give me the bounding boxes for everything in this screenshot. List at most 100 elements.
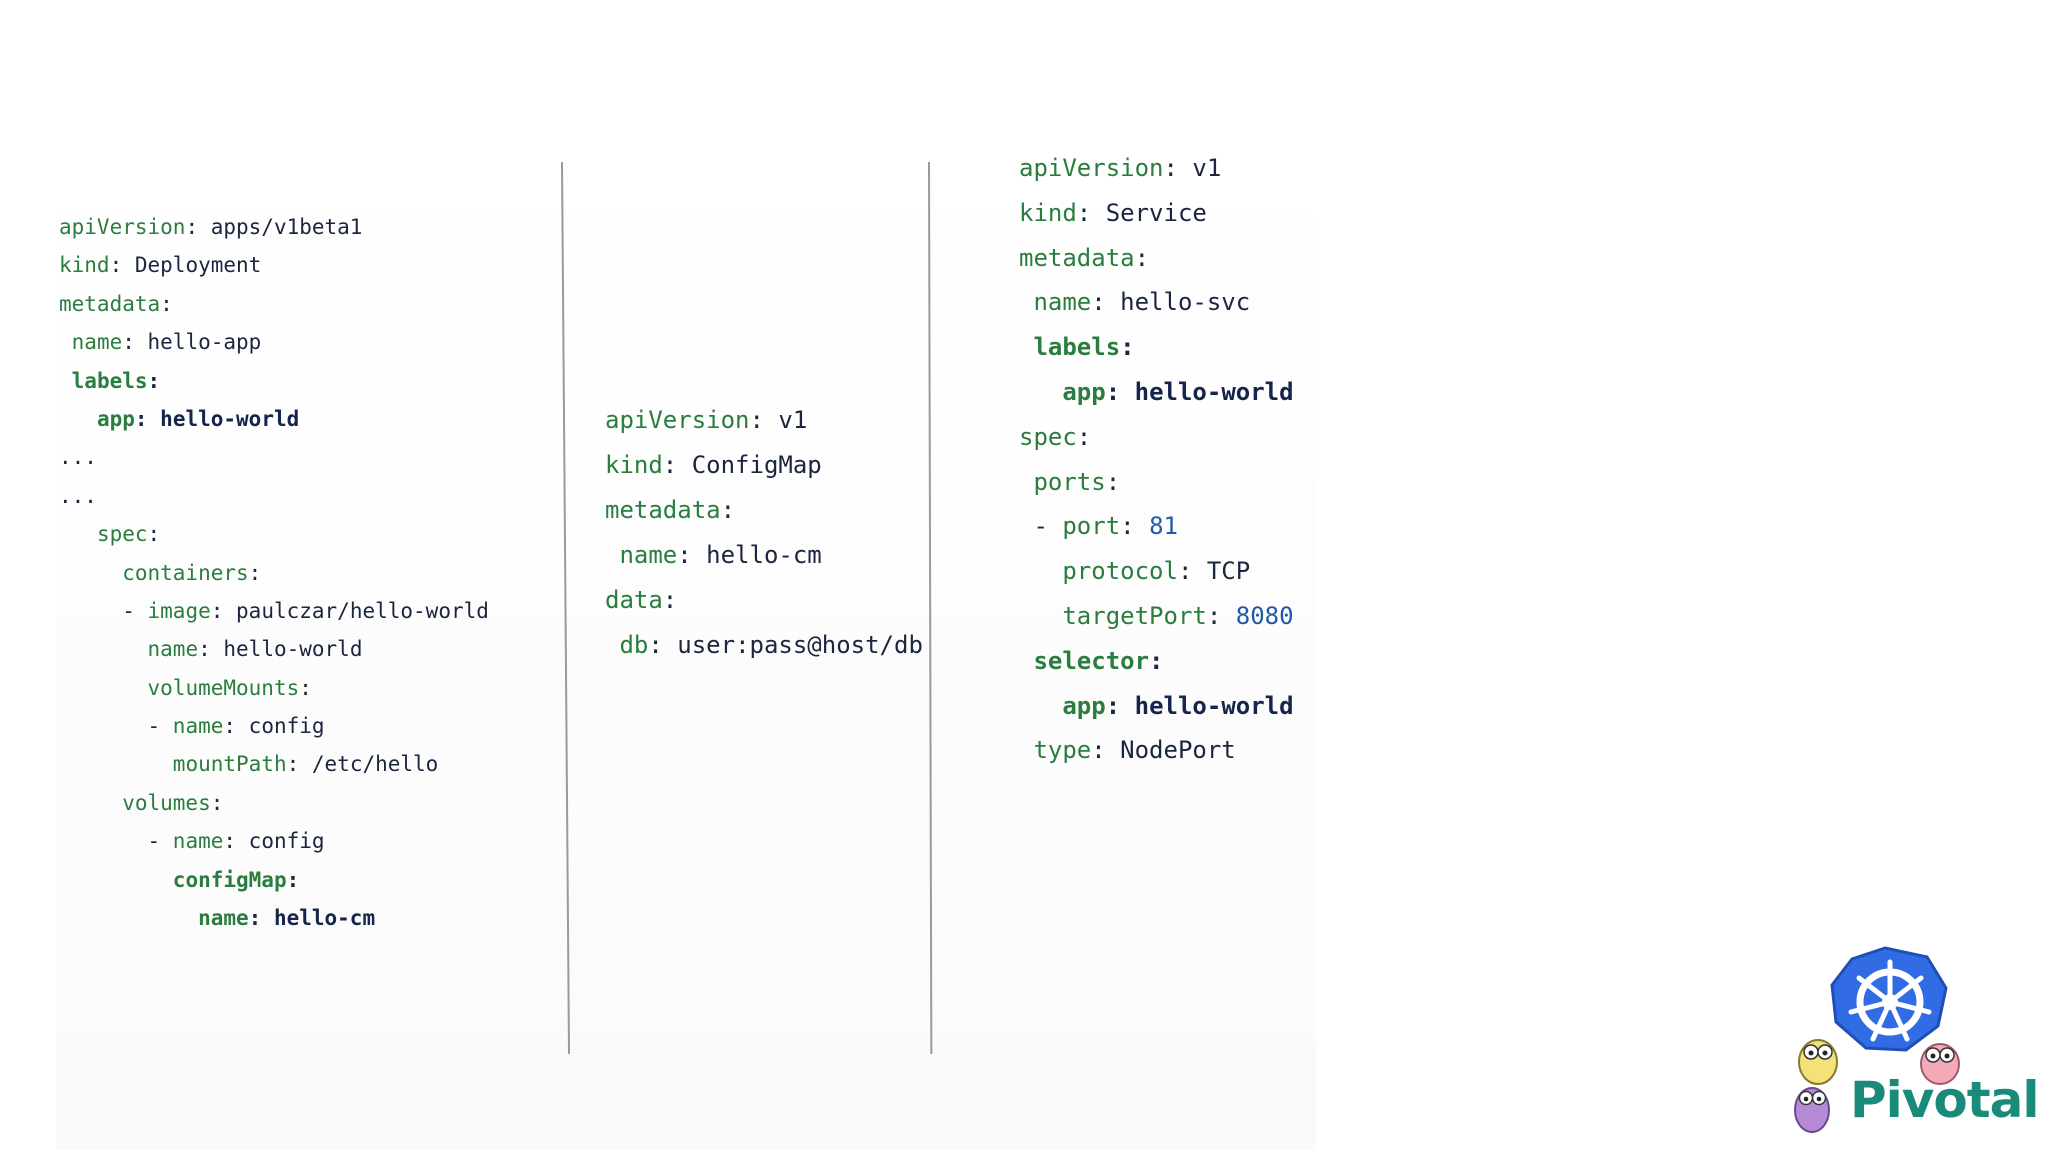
yaml-value: hello-cm (706, 541, 822, 569)
yaml-key: ports (1033, 467, 1106, 496)
yaml-line: metadata: (59, 285, 489, 323)
yaml-indent: - (59, 598, 148, 623)
gopher-mascot-icon (1794, 1039, 1960, 1133)
yaml-colon: : (109, 253, 135, 278)
yaml-line: name: hello-cm (59, 899, 489, 937)
yaml-key: selector (1033, 646, 1150, 675)
yaml-line: selector: (1019, 639, 1294, 684)
yaml-line: - name: config (59, 707, 489, 745)
yaml-line: app: hello-world (59, 400, 489, 438)
yaml-colon: : (147, 368, 161, 393)
yaml-colon: : (1149, 646, 1164, 675)
yaml-key: containers (122, 560, 249, 585)
yaml-colon: : (160, 291, 173, 316)
yaml-line: mountPath: /etc/hello (59, 745, 489, 783)
yaml-key: labels (1033, 333, 1121, 362)
yaml-key: port (1062, 512, 1121, 541)
yaml-indent: - (59, 714, 173, 739)
yaml-indent (1019, 288, 1033, 316)
yaml-value: hello-world (223, 637, 363, 662)
yaml-value: user:pass@host/db (677, 631, 923, 659)
yaml-line: targetPort: 8080 (1019, 594, 1294, 639)
yaml-colon: : (1076, 422, 1092, 451)
yaml-value: paulczar/hello-world (236, 598, 489, 623)
yaml-key: apiVersion (605, 406, 750, 434)
yaml-key: name (198, 906, 249, 931)
yaml-line: metadata: (1019, 236, 1294, 281)
yaml-key: kind (59, 253, 110, 278)
yaml-key: app (96, 406, 135, 431)
yaml-key: metadata (59, 291, 161, 316)
yaml-indent (1019, 736, 1033, 764)
yaml-indent (1019, 647, 1033, 675)
yaml-line: spec: (59, 515, 489, 553)
yaml-indent (59, 752, 173, 776)
yaml-indent (59, 369, 72, 393)
yaml-line: kind: Service (1019, 191, 1294, 236)
yaml-colon: : (1105, 377, 1135, 406)
yaml-value: hello-app (147, 330, 262, 355)
yaml-line: volumeMounts: (59, 669, 489, 707)
yaml-key: type (1033, 736, 1092, 765)
yaml-line: metadata: (605, 488, 923, 533)
yaml-value: config (248, 714, 325, 739)
yaml-value: hello-cm (273, 906, 376, 931)
yaml-line: kind: Deployment (59, 246, 489, 284)
yaml-value: ConfigMap (691, 451, 822, 479)
yaml-key: apiVersion (1019, 154, 1164, 182)
yaml-colon: : (223, 829, 249, 854)
pivotal-kubernetes-logo: Pivotal (1790, 940, 2040, 1140)
yaml-ellipsis: ... (59, 483, 97, 508)
yaml-line: name: hello-world (59, 630, 489, 668)
yaml-value: TCP (1206, 557, 1251, 586)
yaml-key: configMap (172, 867, 287, 892)
yaml-key: kind (605, 451, 663, 479)
yaml-value: hello-svc (1120, 288, 1251, 317)
yaml-colon: : (662, 451, 692, 479)
slide-background-panel (56, 150, 1316, 1150)
yaml-line: protocol: TCP (1019, 549, 1294, 594)
yaml-ellipsis: ... (59, 445, 97, 470)
yaml-key: metadata (605, 496, 721, 524)
yaml-key: name (1033, 288, 1092, 317)
yaml-line: ... (59, 438, 489, 476)
yaml-indent: - (1019, 512, 1063, 541)
yaml-line: name: hello-app (59, 323, 489, 361)
yaml-indent (59, 791, 122, 815)
pivotal-brand-text: Pivotal (1850, 1071, 2040, 1129)
yaml-indent (59, 637, 148, 661)
yaml-colon: : (1091, 288, 1121, 317)
yaml-colon: : (122, 330, 148, 355)
yaml-line: configMap: (59, 861, 489, 899)
yaml-line: apiVersion: apps/v1beta1 (59, 208, 489, 246)
yaml-colon: : (1163, 154, 1193, 182)
yaml-indent (1019, 378, 1062, 406)
yaml-line: ... (59, 477, 489, 515)
yaml-indent (605, 541, 619, 569)
yaml-value: config (248, 829, 325, 854)
yaml-colon: : (648, 631, 678, 659)
yaml-value: NodePort (1120, 736, 1236, 765)
yaml-line: apiVersion: v1 (1019, 146, 1294, 191)
yaml-value: 8080 (1235, 601, 1294, 630)
yaml-key: labels (71, 368, 148, 393)
yaml-colon: : (198, 637, 224, 662)
yaml-indent (1019, 557, 1062, 585)
yaml-colon: : (1177, 557, 1207, 586)
yaml-value: Deployment (134, 253, 262, 278)
yaml-indent (59, 906, 198, 930)
yaml-colon: : (1076, 198, 1106, 227)
yaml-key: kind (1019, 198, 1077, 227)
yaml-line: spec: (1019, 415, 1294, 460)
yaml-line: labels: (59, 362, 489, 400)
yaml-line: labels: (1019, 325, 1294, 370)
yaml-colon: : (299, 675, 312, 700)
yaml-key: image (147, 598, 211, 623)
yaml-line: name: hello-cm (605, 533, 923, 578)
yaml-value: hello-world (1134, 377, 1294, 406)
yaml-indent (59, 676, 148, 700)
yaml-key: name (172, 714, 224, 739)
yaml-colon: : (662, 586, 678, 614)
